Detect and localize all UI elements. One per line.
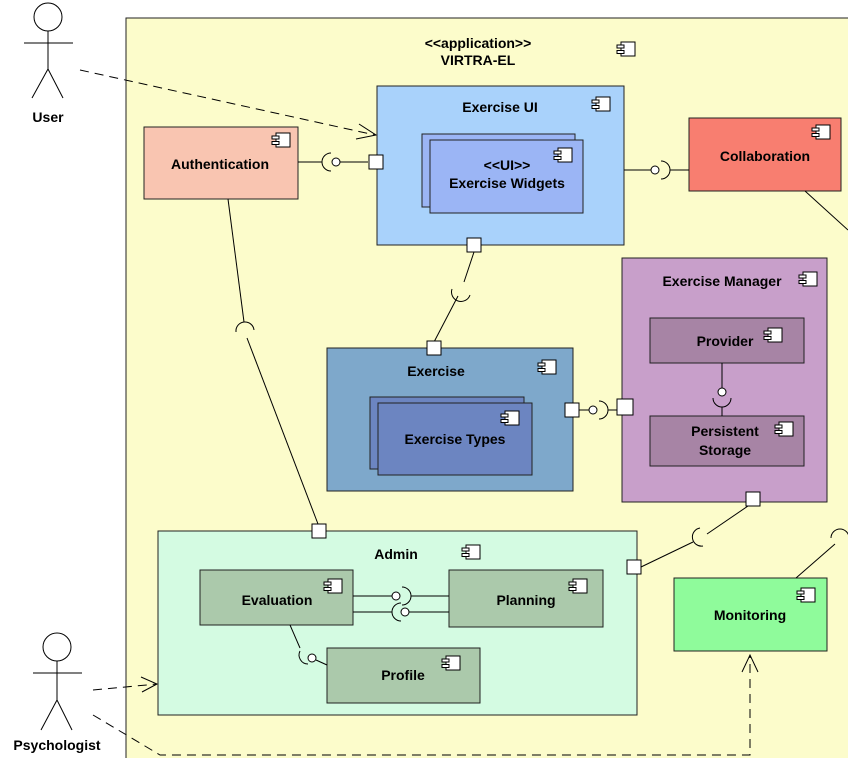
exercise-ui-label: Exercise UI [462, 99, 538, 115]
admin-label: Admin [374, 546, 418, 562]
persistent-label: Persistent [691, 423, 759, 439]
collaboration-label: Collaboration [720, 148, 810, 164]
planning-label: Planning [496, 592, 555, 608]
connector-evaluation-profile [289, 624, 328, 666]
connector-exercise-ui-exercise [426, 237, 482, 356]
system-stereotype: <<application>> [425, 35, 532, 51]
profile-label: Profile [381, 667, 425, 683]
actor-psychologist[interactable]: Psychologist [13, 632, 101, 753]
storage-label: Storage [699, 442, 751, 458]
connector-evaluation-planning [353, 586, 449, 622]
user-uses-exercise-ui [79, 69, 376, 136]
actor-user[interactable]: User [24, 2, 73, 125]
psychologist-uses-admin [92, 683, 158, 691]
provider-label: Provider [697, 333, 754, 349]
component-exercise[interactable]: Exercise Exercise Types [326, 347, 574, 492]
connector-exercise-manager [564, 398, 634, 420]
component-authentication[interactable]: Authentication [143, 126, 299, 200]
connector-provider-storage [712, 363, 732, 416]
connector-auth-exercise-ui [298, 152, 384, 172]
component-monitoring[interactable]: Monitoring [673, 577, 828, 652]
exercise-label: Exercise [407, 363, 465, 379]
system-name: VIRTRA-EL [441, 52, 516, 68]
connector-auth-admin [227, 198, 327, 539]
ui-stereotype-label: <<UI>> [484, 157, 531, 173]
component-exercise-ui[interactable]: Exercise UI <<UI>> Exercise Widgets [376, 85, 625, 246]
component-admin[interactable]: Admin Evaluation Planning Profile [157, 530, 638, 716]
actor-user-label: User [32, 109, 64, 125]
exercise-widgets-label: Exercise Widgets [449, 175, 565, 191]
component-exercise-manager[interactable]: Exercise Manager Provider Persistent Sto… [621, 257, 828, 503]
connector-collaboration-monitoring [795, 190, 848, 579]
actor-psychologist-label: Psychologist [13, 737, 100, 753]
exercise-manager-label: Exercise Manager [662, 273, 782, 289]
component-collaboration[interactable]: Collaboration [688, 117, 842, 192]
authentication-label: Authentication [171, 156, 269, 172]
monitoring-label: Monitoring [714, 607, 786, 623]
evaluation-label: Evaluation [242, 592, 313, 608]
connector-exercise-ui-collaboration [624, 160, 689, 180]
exercise-types-label: Exercise Types [405, 431, 506, 447]
connector-admin-manager [626, 491, 761, 575]
